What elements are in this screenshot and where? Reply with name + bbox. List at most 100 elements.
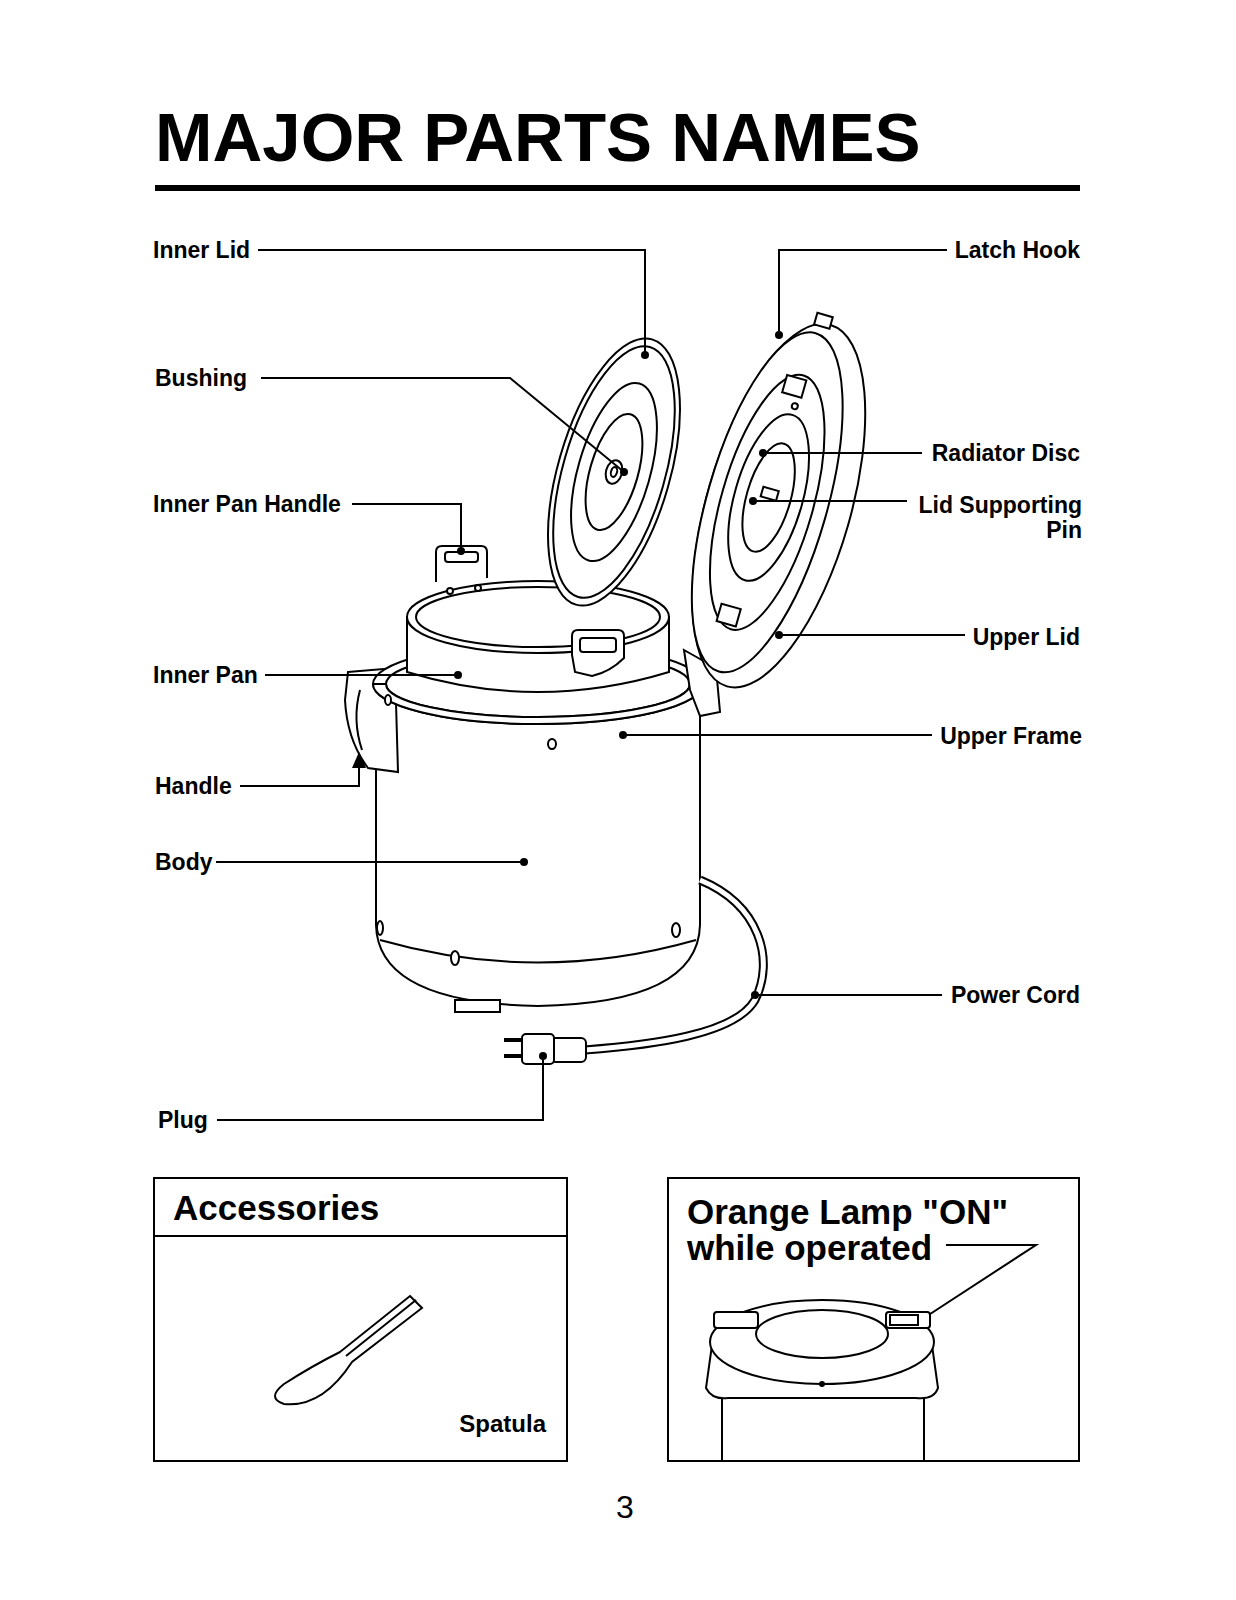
lid-handle bbox=[886, 1312, 930, 1328]
part-name: Handle bbox=[155, 775, 232, 798]
plug-head bbox=[522, 1034, 554, 1064]
inner-pan-rim bbox=[407, 581, 669, 653]
lamp-view bbox=[706, 1300, 938, 1460]
leader-line bbox=[753, 500, 907, 502]
part-name: Lid Supporting Pin bbox=[902, 493, 1082, 543]
leader-line bbox=[261, 378, 624, 472]
spatula-shape bbox=[275, 1296, 422, 1404]
body-foot bbox=[455, 1000, 500, 1012]
leader-line bbox=[924, 1245, 1036, 1318]
leader-line bbox=[779, 250, 947, 335]
leader-dot bbox=[759, 449, 767, 457]
leader-line bbox=[352, 504, 461, 551]
part-name: Body bbox=[155, 851, 213, 874]
lid-handle bbox=[714, 1312, 758, 1328]
power-cord-inner bbox=[585, 880, 763, 1050]
body-band bbox=[380, 940, 696, 963]
box-heading: Orange Lamp "ON" while operated bbox=[687, 1194, 1047, 1266]
upper-lid-face bbox=[661, 317, 873, 688]
inner-lid-edge bbox=[522, 324, 706, 620]
plug-prongs bbox=[504, 1040, 522, 1056]
upper-lid-shell bbox=[658, 305, 900, 706]
leader-line bbox=[763, 452, 922, 454]
page-title: MAJOR PARTS NAMES bbox=[155, 103, 920, 172]
lid-top bbox=[710, 1300, 934, 1384]
body-hole bbox=[451, 951, 459, 965]
part-name: Plug bbox=[158, 1109, 208, 1132]
spatula-edge bbox=[346, 1300, 416, 1356]
inner-pan-handle-back bbox=[436, 546, 487, 582]
orange-lamp bbox=[890, 1315, 918, 1325]
part-name: Radiator Disc bbox=[932, 442, 1080, 465]
inner-lid-ring bbox=[574, 408, 653, 537]
rice-cooker bbox=[345, 297, 902, 1064]
part-name: Upper Frame bbox=[940, 725, 1082, 748]
frame-hole bbox=[548, 739, 556, 749]
lamp-note-box: Orange Lamp "ON" while operated bbox=[667, 1177, 1080, 1462]
lid-pin-shape bbox=[761, 487, 779, 501]
inner-lid-face bbox=[529, 333, 699, 611]
body-hole bbox=[377, 921, 383, 935]
leader-arrowhead bbox=[352, 752, 366, 768]
leader-dot bbox=[749, 497, 757, 505]
leader-line bbox=[265, 674, 458, 676]
pan-hole bbox=[475, 585, 481, 591]
upper-lid-ring bbox=[687, 363, 848, 642]
part-name: Inner Pan Handle bbox=[153, 493, 341, 516]
part-name: Inner Pan bbox=[153, 664, 258, 687]
inner-pan-handle-front bbox=[572, 630, 624, 676]
upper-frame-front bbox=[373, 684, 703, 724]
page-number: 3 bbox=[616, 1491, 634, 1523]
box-heading: Accessories bbox=[155, 1179, 566, 1237]
leader-dots bbox=[352, 331, 783, 1060]
lid-hole bbox=[791, 403, 798, 410]
part-name: Inner Lid bbox=[153, 239, 250, 262]
leader-line bbox=[623, 734, 932, 736]
leader-dot bbox=[520, 858, 528, 866]
frame-hole bbox=[385, 695, 391, 705]
lid-center bbox=[756, 1310, 888, 1358]
inner-lid-ring bbox=[554, 374, 674, 571]
part-name: Power Cord bbox=[951, 984, 1080, 1007]
power-cord-outer bbox=[585, 880, 763, 1050]
leader-dot bbox=[775, 331, 783, 339]
leader-line bbox=[240, 760, 359, 786]
leader-dot bbox=[457, 547, 465, 555]
accessories-box: AccessoriesSpatula bbox=[153, 1177, 568, 1462]
leader-dot bbox=[454, 671, 462, 679]
leader-dot bbox=[539, 1052, 547, 1060]
leader-dot bbox=[620, 468, 628, 476]
lid-tab bbox=[782, 375, 806, 398]
latch-hook-shape bbox=[814, 313, 833, 329]
part-name: Bushing bbox=[155, 367, 247, 390]
inner-pan-handle-grip bbox=[580, 638, 616, 652]
inner-lid bbox=[522, 324, 706, 620]
leader-line bbox=[779, 634, 965, 636]
plug-body bbox=[550, 1038, 586, 1062]
leader-line bbox=[258, 250, 645, 355]
leader-line bbox=[216, 861, 524, 863]
leader-dot bbox=[619, 731, 627, 739]
side-handle-grip bbox=[356, 690, 362, 750]
leader-lines bbox=[216, 250, 1036, 1318]
bushing-center bbox=[610, 466, 619, 477]
body-hole bbox=[672, 923, 680, 937]
leader-line bbox=[755, 994, 942, 996]
lid-mark bbox=[820, 1382, 824, 1386]
cooker-sides bbox=[722, 1395, 924, 1460]
leader-dot bbox=[641, 351, 649, 359]
lid-tab bbox=[717, 604, 741, 627]
radiator-disc-inner bbox=[732, 438, 805, 558]
spatula-drawing bbox=[275, 1296, 422, 1404]
title-rule bbox=[155, 185, 1080, 191]
leader-dot bbox=[751, 991, 759, 999]
leader-dot bbox=[775, 631, 783, 639]
radiator-disc-shape bbox=[712, 405, 825, 589]
part-name: Latch Hook bbox=[955, 239, 1080, 262]
pan-hole bbox=[447, 588, 453, 594]
leader-line bbox=[217, 1056, 543, 1120]
part-name: Upper Lid bbox=[973, 626, 1080, 649]
accessory-name: Spatula bbox=[459, 1412, 546, 1436]
